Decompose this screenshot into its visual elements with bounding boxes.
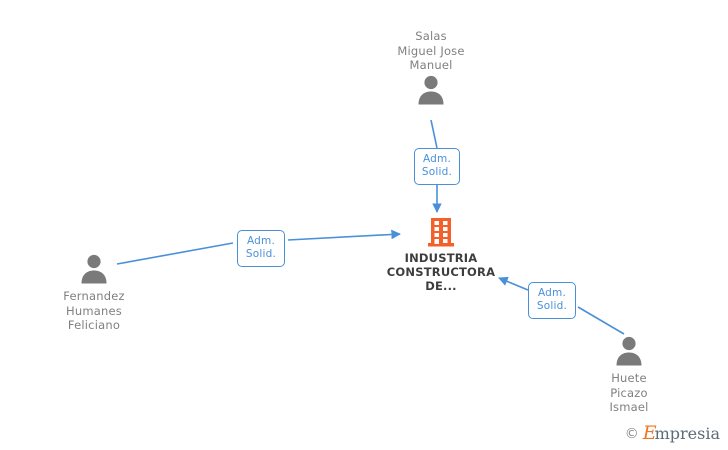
empresia-logo: Empresia xyxy=(643,424,720,443)
relation-box-fernandez[interactable]: Adm. Solid. xyxy=(237,230,285,267)
copyright-symbol: © xyxy=(624,425,639,442)
person-icon xyxy=(418,75,444,104)
edge-box-to-company-left xyxy=(287,229,401,241)
edge-huete-to-box xyxy=(577,306,625,335)
person-label-salas: Salas Miguel Jose Manuel xyxy=(397,29,465,72)
company-name-label: INDUSTRIA CONSTRUCTORA DE... xyxy=(386,251,496,293)
relation-box-huete[interactable]: Adm. Solid. xyxy=(528,282,576,319)
edge-box-to-company-right xyxy=(498,276,529,291)
watermark-empresia: © Empresia xyxy=(625,424,720,443)
company-node[interactable]: INDUSTRIA CONSTRUCTORA DE... xyxy=(371,216,511,293)
person-label-huete: Huete Picazo Ismael xyxy=(609,371,649,414)
relation-box-salas[interactable]: Adm. Solid. xyxy=(414,148,460,185)
empresia-logo-text: mpresia xyxy=(654,424,720,443)
person-icon xyxy=(81,254,107,284)
building-icon xyxy=(428,218,454,247)
person-node-fernandez[interactable]: Fernandez Humanes Feliciano xyxy=(34,252,154,333)
empresia-logo-initial: E xyxy=(642,422,657,444)
person-node-salas[interactable]: Salas Miguel Jose Manuel xyxy=(371,26,491,107)
edge-salas-to-box xyxy=(430,119,438,149)
person-icon xyxy=(616,336,642,366)
person-node-huete[interactable]: Huete Picazo Ismael xyxy=(569,334,689,415)
person-label-fernandez: Fernandez Humanes Feliciano xyxy=(63,289,125,332)
edge-fernandez-to-box xyxy=(116,242,234,265)
